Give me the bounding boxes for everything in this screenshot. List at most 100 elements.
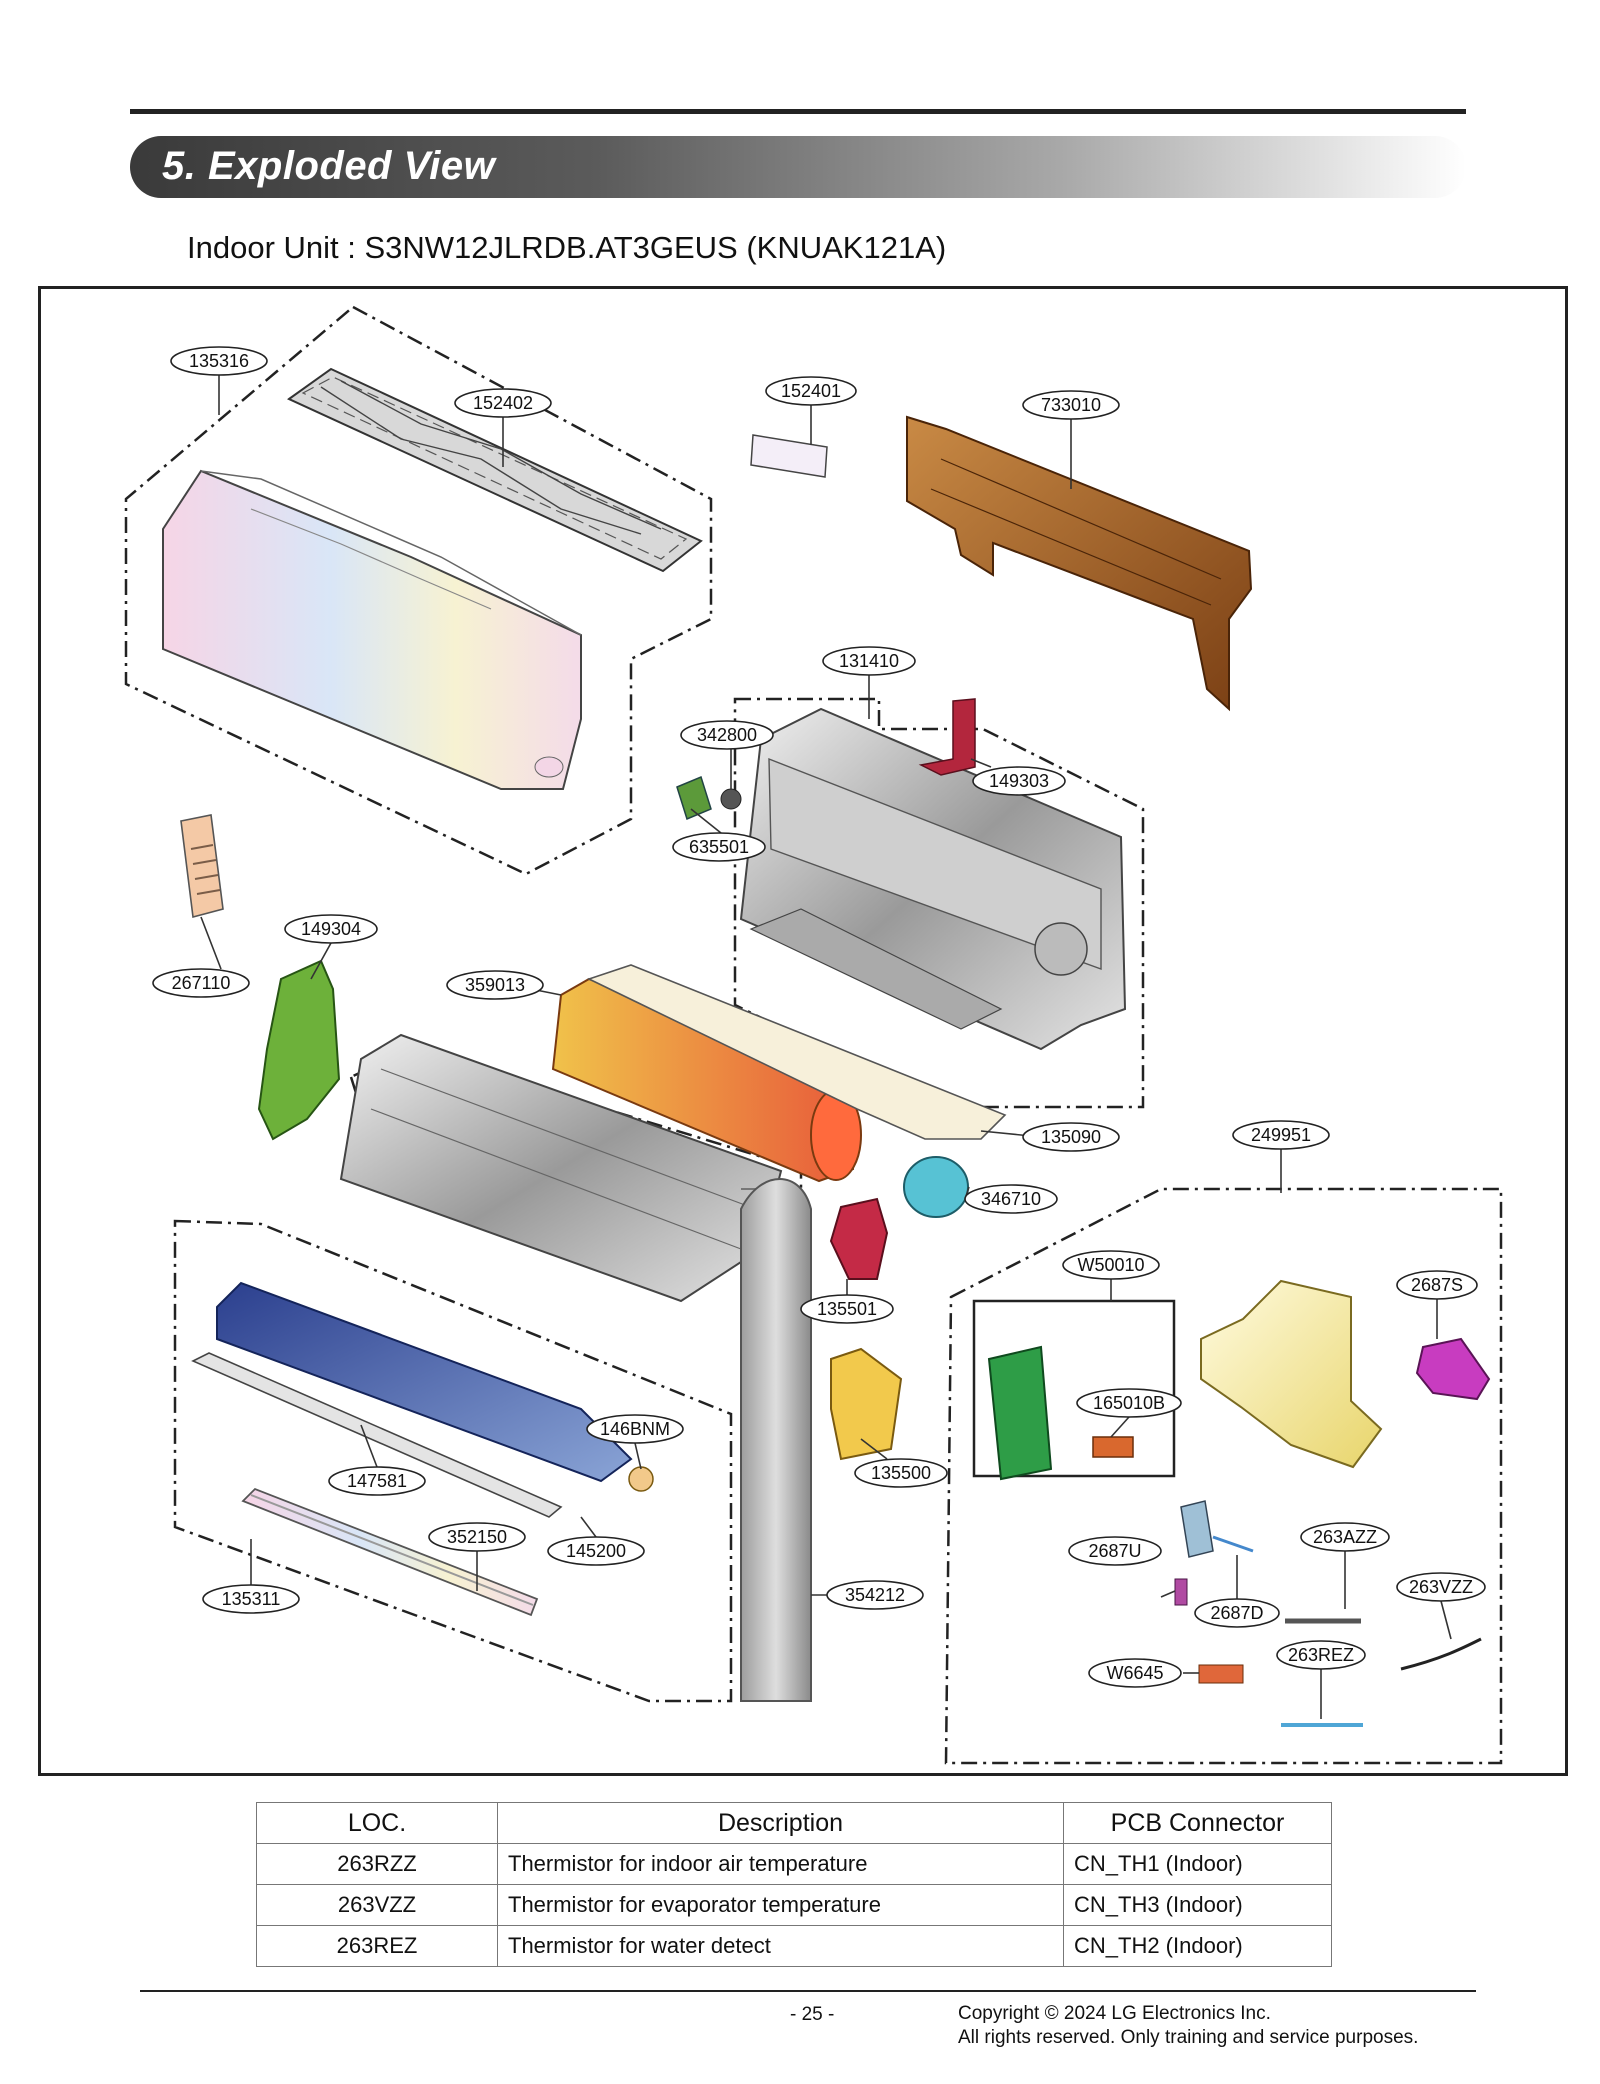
label-263AZZ: 263AZZ [1300, 1522, 1390, 1552]
model-subtitle: Indoor Unit : S3NW12JLRDB.AT3GEUS (KNUAK… [187, 230, 947, 265]
w50010-outline [972, 1299, 1176, 1478]
svg-text:149304: 149304 [301, 919, 361, 939]
drain-hose [740, 1178, 812, 1702]
drain-pan [216, 1281, 654, 1492]
installation-plate [906, 415, 1253, 712]
main-pcb [987, 1345, 1134, 1481]
svg-text:135311: 135311 [222, 1589, 281, 1609]
svg-text:342800: 342800 [697, 725, 757, 745]
svg-text:W50010: W50010 [1077, 1255, 1144, 1275]
svg-text:2687U: 2687U [1088, 1541, 1141, 1561]
label-249951: 249951 [1232, 1120, 1330, 1150]
label-165010B: 165010B [1076, 1388, 1182, 1418]
vane-blade [191, 1352, 563, 1518]
leader-lines [200, 375, 1452, 1719]
stepping-holder [676, 775, 712, 821]
bracket-red [918, 698, 976, 776]
svg-text:146BNM: 146BNM [600, 1419, 670, 1439]
label-342800: 342800 [680, 720, 774, 750]
label-263REZ: 263REZ [1276, 1640, 1366, 1670]
svg-text:2687D: 2687D [1210, 1603, 1263, 1623]
section-title: 5. Exploded View [162, 144, 496, 188]
motor-cover [829, 1197, 889, 1280]
label-359013: 359013 [446, 970, 544, 1000]
copyright-line-1: Copyright © 2024 LG Electronics Inc. [958, 2003, 1271, 2024]
label-149304: 149304 [284, 914, 378, 944]
svg-text:249951: 249951 [1251, 1125, 1311, 1145]
svg-text:W6645: W6645 [1106, 1663, 1163, 1683]
label-135500: 135500 [854, 1458, 948, 1488]
terminal-magenta [1415, 1337, 1491, 1401]
label-135316: 135316 [170, 346, 268, 376]
cell-loc: 263VZZ [256, 1884, 498, 1926]
thermistor-table: LOC. Description PCB Connector 263RZZ Th… [256, 1802, 1332, 1967]
label-2687S: 2687S [1396, 1270, 1478, 1300]
display-connector [1180, 1500, 1214, 1558]
svg-text:147581: 147581 [347, 1471, 407, 1491]
remote-controller [180, 814, 224, 919]
cell-loc: 263RZZ [256, 1843, 498, 1885]
svg-text:352150: 352150 [447, 1527, 507, 1547]
filter-grille [287, 367, 703, 573]
cell-pcb-connector: CN_TH2 (Indoor) [1063, 1925, 1332, 1967]
cell-description: Thermistor for indoor air temperature [497, 1843, 1064, 1885]
table-row: 263VZZ Thermistor for evaporator tempera… [256, 1884, 1332, 1926]
svg-text:135500: 135500 [871, 1463, 931, 1483]
label-2687D: 2687D [1194, 1598, 1280, 1628]
label-149303: 149303 [972, 766, 1066, 796]
svg-text:354212: 354212 [845, 1585, 905, 1605]
svg-text:135090: 135090 [1041, 1127, 1101, 1147]
svg-text:145200: 145200 [566, 1541, 626, 1561]
svg-text:165010B: 165010B [1093, 1393, 1165, 1413]
label-152402: 152402 [454, 388, 552, 418]
label-354212: 354212 [826, 1580, 924, 1610]
control-box [1200, 1279, 1383, 1469]
header-loc: LOC. [256, 1802, 498, 1844]
label-135501: 135501 [800, 1294, 894, 1324]
side-holder-green [257, 959, 341, 1141]
label-346710: 346710 [964, 1184, 1058, 1214]
svg-text:263VZZ: 263VZZ [1409, 1577, 1473, 1597]
copyright-line-2: All rights reserved. Only training and s… [958, 2027, 1419, 2048]
control-box-outline [944, 1187, 1503, 1765]
part-labels: 135316 152402 152401 733010 131410 34280… [152, 346, 1486, 1688]
label-352150: 352150 [428, 1522, 526, 1552]
cross-flow-fan [551, 977, 862, 1183]
svg-text:149303: 149303 [989, 771, 1049, 791]
label-263VZZ: 263VZZ [1396, 1572, 1486, 1602]
fuse-holder [1092, 1436, 1134, 1458]
label-W6645: W6645 [1088, 1658, 1182, 1688]
stepping-motor [720, 788, 742, 810]
label-2687U: 2687U [1068, 1536, 1162, 1566]
svg-text:635501: 635501 [689, 837, 749, 857]
front-panel [162, 469, 582, 790]
exploded-view-drawing: 135316 152402 152401 733010 131410 34280… [124, 305, 1503, 1765]
top-rule [130, 109, 1466, 114]
svg-text:2687S: 2687S [1411, 1275, 1463, 1295]
label-146BNM: 146BNM [586, 1414, 684, 1444]
label-145200: 145200 [547, 1536, 645, 1566]
chassis [739, 707, 1127, 1051]
sensor-263vzz [1400, 1637, 1482, 1671]
label-152401: 152401 [765, 376, 857, 406]
holder-yellow [830, 1347, 903, 1461]
section-banner: 5. Exploded View [130, 136, 1466, 198]
exploded-view-diagram: 135316 152402 152401 733010 131410 34280… [38, 286, 1568, 1776]
drain-outline [173, 1219, 733, 1703]
svg-text:135501: 135501 [817, 1299, 877, 1319]
front-panel-outline [124, 305, 713, 876]
cell-description: Thermistor for water detect [497, 1925, 1064, 1967]
header-pcb-connector: PCB Connector [1063, 1802, 1332, 1844]
table-row: 263RZZ Thermistor for indoor air tempera… [256, 1843, 1332, 1885]
svg-text:263REZ: 263REZ [1288, 1645, 1354, 1665]
label-733010: 733010 [1022, 390, 1120, 420]
label-131410: 131410 [822, 646, 916, 676]
svg-text:152401: 152401 [781, 381, 841, 401]
svg-text:359013: 359013 [465, 975, 525, 995]
copyright-notice: Copyright © 2024 LG Electronics Inc. All… [958, 2002, 1418, 2050]
connector-2687u [1174, 1578, 1188, 1606]
svg-text:131410: 131410 [839, 651, 899, 671]
header-description: Description [497, 1802, 1064, 1844]
cell-pcb-connector: CN_TH1 (Indoor) [1063, 1843, 1332, 1885]
svg-text:733010: 733010 [1041, 395, 1101, 415]
